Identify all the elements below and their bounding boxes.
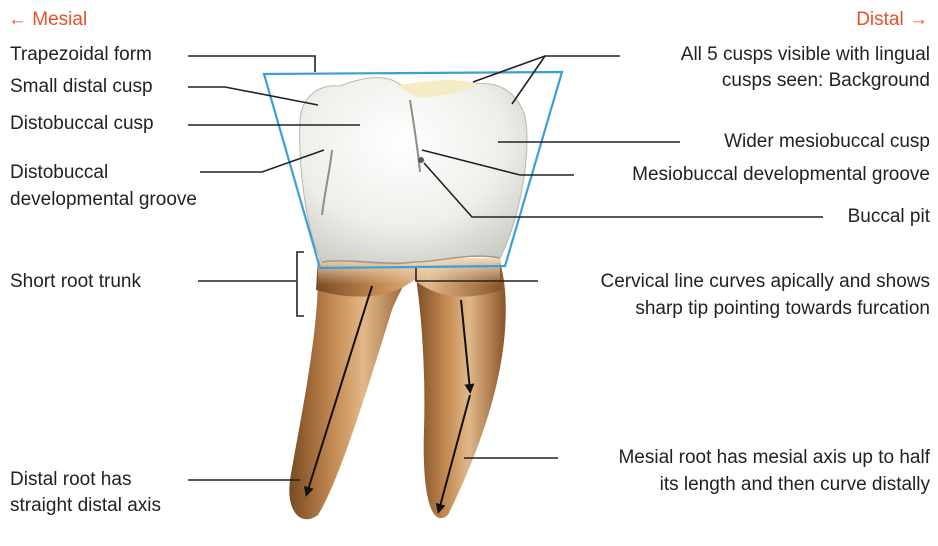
crown-body xyxy=(300,78,527,264)
mesial-root xyxy=(414,262,506,518)
label-distobuccal-groove-line2: developmental groove xyxy=(10,189,197,211)
bracket-short-root-trunk xyxy=(297,252,304,316)
label-mesiobuccal-groove: Mesiobuccal developmental groove xyxy=(632,164,930,186)
mesial-direction-label: ← Mesial xyxy=(8,9,87,31)
leader-all-cusps-a xyxy=(473,56,620,82)
roots xyxy=(289,258,505,519)
label-distal-root-line1: Distal root has xyxy=(10,469,131,491)
leader-all-cusps-b xyxy=(512,56,545,104)
label-wider-mesiobuccal-cusp: Wider mesiobuccal cusp xyxy=(724,131,930,153)
label-mesial-root-line2: its length and then curve distally xyxy=(660,474,930,496)
label-short-root-trunk: Short root trunk xyxy=(10,271,141,293)
leader-small-distal xyxy=(188,87,318,105)
label-buccal-pit: Buccal pit xyxy=(848,206,930,228)
distal-direction-label: Distal → xyxy=(856,9,928,31)
label-distal-root-line2: straight distal axis xyxy=(10,495,161,517)
label-distobuccal-cusp: Distobuccal cusp xyxy=(10,113,154,135)
label-cervical-line-line2: sharp tip pointing towards furcation xyxy=(635,298,930,320)
label-all-cusps-line2: cusps seen: Background xyxy=(722,70,930,92)
distal-root xyxy=(289,262,414,519)
buccal-pit xyxy=(418,157,424,163)
label-cervical-line-line1: Cervical line curves apically and shows xyxy=(601,271,930,293)
label-all-cusps-line1: All 5 cusps visible with lingual xyxy=(681,44,930,66)
label-small-distal-cusp: Small distal cusp xyxy=(10,76,153,98)
leader-trapezoidal xyxy=(188,56,315,72)
label-trapezoidal-form: Trapezoidal form xyxy=(10,44,152,66)
label-distobuccal-groove-line1: Distobuccal xyxy=(10,162,108,184)
label-mesial-root-line1: Mesial root has mesial axis up to half xyxy=(618,447,930,469)
crown xyxy=(300,78,527,264)
